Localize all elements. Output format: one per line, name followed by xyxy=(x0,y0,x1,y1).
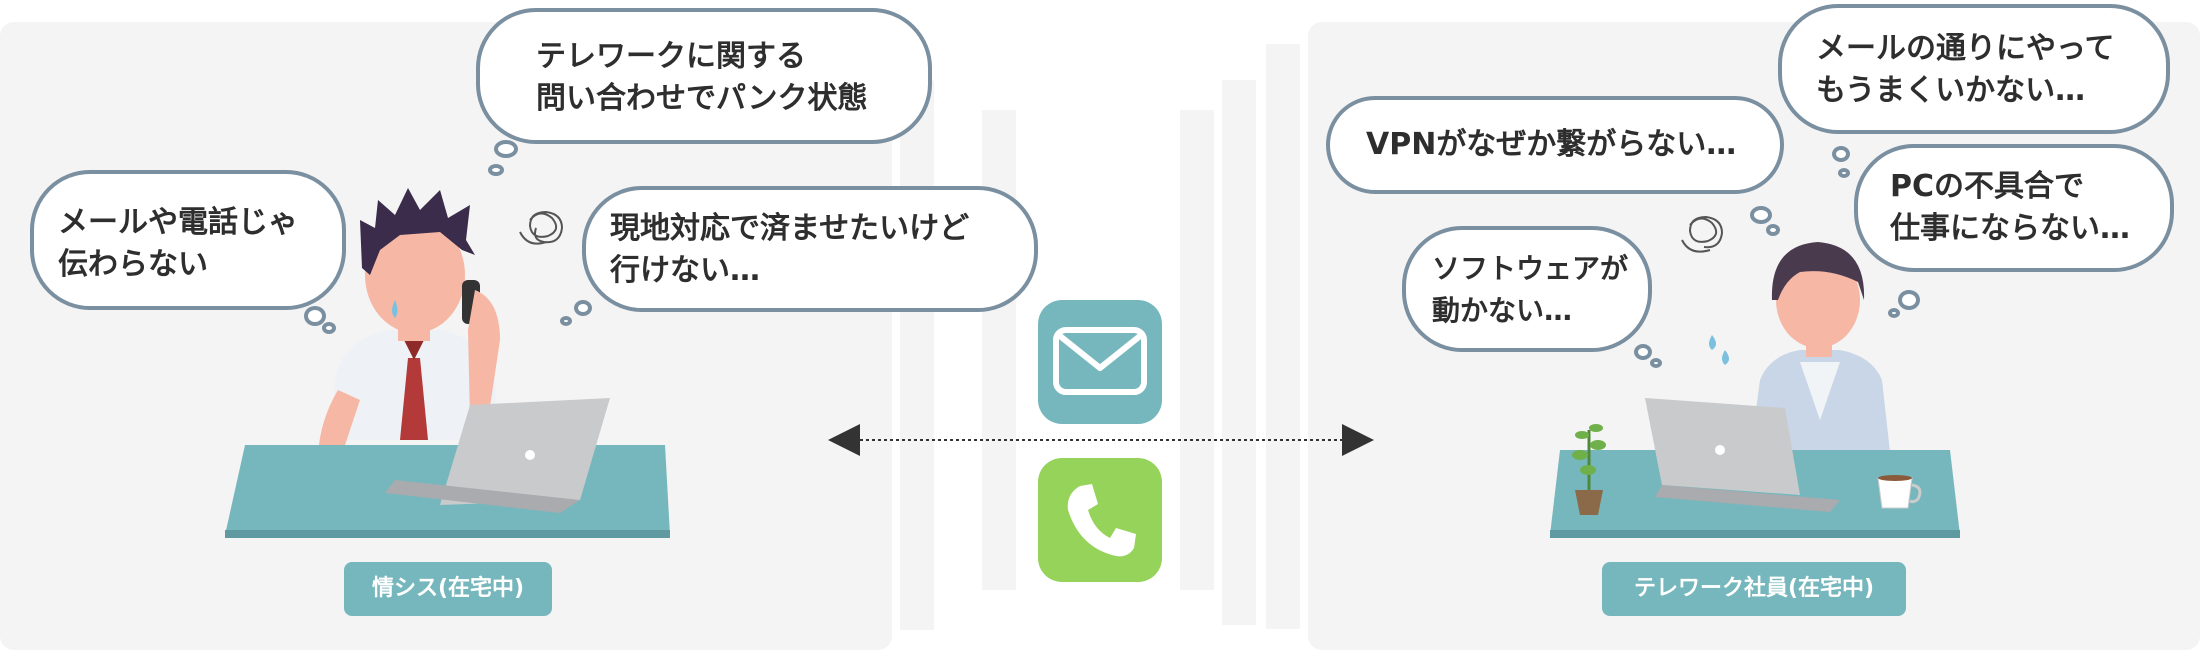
employee-label: テレワーク社員(在宅中) xyxy=(1602,562,1906,616)
it-staff-figure xyxy=(318,188,564,460)
bubble-line: 現地対応で済ませたいけど xyxy=(610,211,970,246)
plant xyxy=(1572,424,1606,515)
thought-dot xyxy=(1766,224,1780,236)
separator-bar xyxy=(1180,110,1214,590)
bubble-line: メールの通りにやって xyxy=(1816,31,2115,66)
thought-dot xyxy=(494,140,518,158)
it-staff-label: 情シス(在宅中) xyxy=(344,562,552,616)
bubble-line: VPNがなぜか繋がらない… xyxy=(1366,127,1737,162)
thought-dot xyxy=(1634,344,1652,360)
thought-dot xyxy=(304,306,326,326)
bubble-line: 問い合わせでパンク状態 xyxy=(536,81,868,116)
thought-dot xyxy=(322,322,336,334)
bubble-line: テレワークに関する xyxy=(536,39,806,74)
right-desk xyxy=(1550,450,1960,535)
separator-bar xyxy=(900,80,934,630)
left-laptop xyxy=(385,398,610,513)
thought-dot xyxy=(1838,168,1850,178)
thought-dot xyxy=(1650,358,1662,368)
envelope-icon xyxy=(1053,327,1147,395)
communication-arrow xyxy=(828,424,1374,456)
thought-dot xyxy=(560,316,572,326)
bubble-line: メールや電話じゃ xyxy=(58,205,298,240)
separator-bar xyxy=(1222,80,1256,625)
thought-dot xyxy=(1898,290,1920,310)
speech-bubble-onsite: 現地対応で済ませたいけど 行けない… xyxy=(582,186,1038,312)
thought-dot xyxy=(1888,308,1900,318)
bubble-line: ソフトウェアが xyxy=(1432,252,1629,285)
phone-icon xyxy=(1067,484,1136,557)
bubble-line: PCの不具合で xyxy=(1890,169,2085,204)
speech-bubble-pc: PCの不具合で 仕事にならない… xyxy=(1854,144,2174,272)
bubble-line: 伝わらない xyxy=(58,247,208,282)
bubble-line: 行けない… xyxy=(610,253,760,288)
bubble-line: もうまくいかない… xyxy=(1816,73,2086,108)
coffee-cup xyxy=(1877,475,1922,509)
thought-dot xyxy=(1832,146,1850,162)
speech-bubble-software: ソフトウェアが 動かない… xyxy=(1402,226,1652,352)
thought-dot xyxy=(1750,206,1772,224)
mail-channel-tile xyxy=(1038,300,1162,424)
speech-bubble-mail: メールの通りにやって もうまくいかない… xyxy=(1778,4,2170,134)
separator-bar xyxy=(1266,44,1300,629)
speech-bubble-overload: テレワークに関する 問い合わせでパンク状態 xyxy=(476,8,932,144)
bubble-line: 動かない… xyxy=(1432,294,1573,327)
bubble-line: 仕事にならない… xyxy=(1890,211,2130,246)
thought-dot xyxy=(488,164,504,176)
speech-bubble-vpn: VPNがなぜか繋がらない… xyxy=(1326,96,1784,194)
thought-dot xyxy=(574,300,592,316)
phone-channel-tile xyxy=(1038,458,1162,582)
speech-bubble-communication: メールや電話じゃ 伝わらない xyxy=(30,170,346,310)
right-laptop xyxy=(1645,398,1840,512)
